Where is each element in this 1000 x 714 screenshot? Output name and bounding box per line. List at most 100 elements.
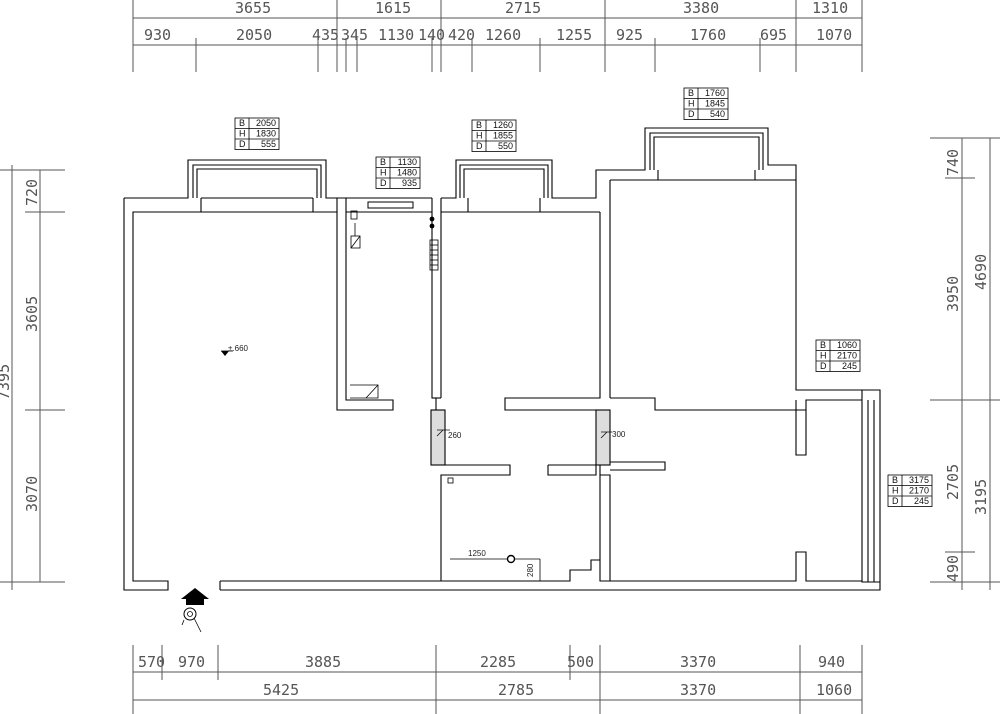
opening-table-value: 3175 [909,475,929,485]
dim-top2-0: 930 [144,26,171,44]
opening-table-value: 1060 [837,340,857,350]
opening-table-key: B [239,118,245,128]
dim-top1-0: 3655 [235,0,271,17]
left-dimension-chain [0,165,65,590]
dim-right-1: 3950 [944,276,962,312]
opening-table-value: 935 [402,178,417,188]
dim-top2-9: 925 [616,26,643,44]
left-dimension-labels: 720 3605 3070 7395 [0,179,41,512]
bottom-dimension-chain [132,645,863,714]
dim-bot1-6: 940 [818,653,845,671]
bathroom-drain [447,477,541,581]
dim-top1-2: 2715 [505,0,541,17]
opening-table-value: 2050 [256,118,276,128]
opening-table-key: D [892,496,899,506]
opening-table-value: 1260 [493,120,513,130]
dim-top2-3: 345 [341,26,368,44]
drain-dim-horizontal: 1250 [468,549,486,558]
dim-top2-1: 2050 [236,26,272,44]
dim-right-outer-1: 3195 [972,479,990,515]
opening-table-value: 550 [498,141,513,151]
beam-label-a: 260 [448,431,462,440]
dim-bot1-3: 2285 [480,653,516,671]
dim-right-3: 490 [944,555,962,582]
dim-top2-6: 420 [448,26,475,44]
dim-top1-4: 1310 [812,0,848,17]
dim-top2-11: 695 [760,26,787,44]
level-label: ±.660 [228,344,249,353]
dim-right-outer-0: 4690 [972,254,990,290]
opening-table-value: 1855 [493,131,513,141]
dim-top2-7: 1260 [485,26,521,44]
drain-dim-vertical: 280 [526,563,535,577]
opening-table-value: 1845 [705,99,725,109]
opening-table-frame [683,87,729,120]
opening-table-value: 555 [261,139,276,149]
dim-top2-5: 140 [418,26,445,44]
dim-bot2-3: 1060 [816,681,852,699]
dim-top2-10: 1760 [690,26,726,44]
level-marker: ±.660 [221,344,249,356]
opening-table-value: 245 [914,496,929,506]
dim-top2-2: 435 [312,26,339,44]
dim-left-2: 3070 [23,476,41,512]
right-dimension-labels: 740 3950 2705 490 4690 3195 [944,149,990,582]
dim-bot2-2: 3370 [680,681,716,699]
dim-top1-3: 3380 [683,0,719,17]
dim-top2-4: 1130 [378,26,414,44]
dim-bot1-0: 570 [138,653,165,671]
opening-table-value: 2170 [909,486,929,496]
opening-table-key: H [239,129,246,139]
bottom-dimension-labels-row1: 570 970 3885 2285 500 3370 940 [138,653,845,671]
entry-arrow-icon [181,588,209,633]
opening-table-key: H [380,168,387,178]
opening-table-value: 2170 [837,351,857,361]
dim-top1-1: 1615 [375,0,411,17]
opening-table-frame [375,156,421,189]
dim-bot2-0: 5425 [263,681,299,699]
opening-table-frame [234,117,280,150]
dim-left-1: 3605 [23,296,41,332]
top-dimension-labels-row1: 3655 1615 2715 3380 1310 [235,0,848,17]
opening-table-value: 1130 [398,157,417,167]
dim-bot1-5: 3370 [680,653,716,671]
opening-table-value: 1830 [256,129,276,139]
opening-table-key: D [380,178,387,188]
top-dimension-labels-row2: 930 2050 435 345 1130 140 420 1260 1255 … [144,26,852,44]
dim-right-0: 740 [944,149,962,176]
dim-top2-12: 1070 [816,26,852,44]
opening-table-key: D [476,141,483,151]
opening-table-key: B [380,157,386,167]
kitchen-fixtures [350,210,439,399]
top-dimension-chain [132,0,863,72]
opening-table-key: H [476,131,483,141]
dim-left-0: 720 [23,179,41,206]
dim-top2-8: 1255 [556,26,592,44]
opening-table-key: H [688,99,695,109]
dim-left-3: 7395 [0,364,13,400]
dim-bot2-1: 2785 [498,681,534,699]
opening-table-key: H [892,486,899,496]
opening-table-key: B [892,475,898,485]
dim-bot1-1: 970 [178,653,205,671]
opening-table-key: D [239,139,246,149]
opening-table-value: 245 [842,361,857,371]
right-dimension-chain [930,137,1000,590]
walls [123,127,881,591]
bottom-dimension-labels-row2: 5425 2785 3370 1060 [263,681,852,699]
opening-table-key: B [476,120,482,130]
opening-table-key: B [688,88,694,98]
opening-table-value: 540 [710,109,725,119]
dim-bot1-4: 500 [567,653,594,671]
opening-table-value: 1480 [397,168,417,178]
dim-bot1-2: 3885 [305,653,341,671]
opening-table-key: D [688,109,695,119]
